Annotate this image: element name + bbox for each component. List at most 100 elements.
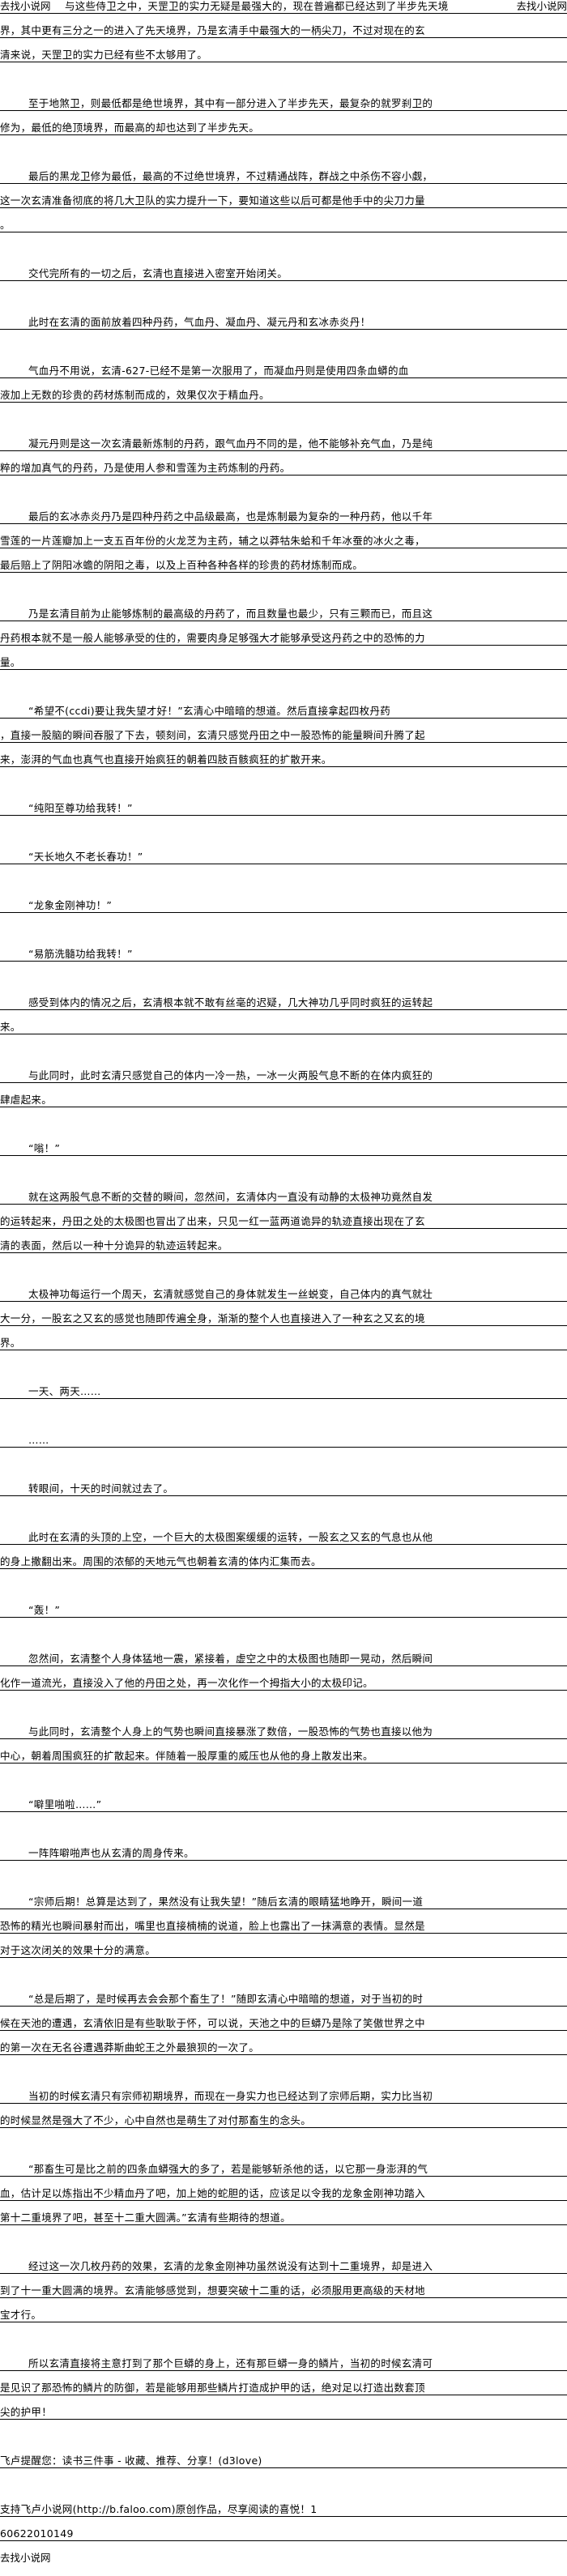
paragraph: 至于地煞卫，则最低都是绝世境界，其中有一部分进入了半步先天，最复杂的就罗刹卫的修… bbox=[0, 97, 567, 146]
text-line: 与此同时，玄清整个人身上的气势也瞬间直接暴涨了数倍，一股恐怖的气势也直接以他为 bbox=[0, 1725, 567, 1739]
paragraph-spacer bbox=[0, 1968, 567, 1993]
text-row: 清来说，天罡卫的实力已经有些不太够用了。 bbox=[0, 49, 567, 73]
text-line: 恐怖的精光也瞬间暴射而出，嘴里也直接楠楠的说道，脸上也露出了一抹满意的表情。显然… bbox=[0, 1920, 567, 1934]
text-row: 是见识了那恐怖的鳞片的防御，若是能够用那些鳞片打造成护甲的话，绝对足以打造出数套… bbox=[0, 2382, 567, 2406]
paragraph-spacer bbox=[0, 243, 567, 267]
text-row: 至于地煞卫，则最低都是绝世境界，其中有一部分进入了半步先天，最复杂的就罗刹卫的 bbox=[0, 97, 567, 122]
text-line: 一天、两天…… bbox=[0, 1385, 567, 1399]
text-line: 粹的增加真气的丹药，乃是使用人参和雪莲为主药炼制的丹药。 bbox=[0, 462, 567, 476]
text-row: 的身上撒翻出来。周围的浓郁的天地元气也朝着玄清的体内汇集而去。 bbox=[0, 1555, 567, 1580]
text-line: 感受到体内的情况之后，玄清根本就不敢有丝毫的迟疑，几大神功几乎同时疯狂的运转起 bbox=[0, 996, 567, 1010]
text-row: 与此同时，玄清整个人身上的气势也瞬间直接暴涨了数倍，一股恐怖的气势也直接以他为 bbox=[0, 1725, 567, 1750]
text-row: 大一分，一股玄之又玄的感觉也随即传遍全身，渐渐的整个人也直接进入了一种玄之又玄的… bbox=[0, 1312, 567, 1337]
text-line: 丹药根本就不是一般人能够承受的住的，需要肉身足够强大才能够承受这丹药之中的恐怖的… bbox=[0, 632, 567, 646]
text-line: 至于地煞卫，则最低都是绝世境界，其中有一部分进入了半步先天，最复杂的就罗刹卫的 bbox=[0, 97, 567, 111]
text-line: 一阵阵噼啪声也从玄清的周身传来。 bbox=[0, 1847, 567, 1861]
text-row: 与此同时，此时玄清只感觉自己的体内一冷一热，一冰一火两股气息不断的在体内疯狂的 bbox=[0, 1069, 567, 1094]
paragraph: 当初的时候玄清只有宗师初期境界，而现在一身实力也已经达到了宗师后期，实力比当初的… bbox=[0, 2090, 567, 2139]
text-row: 肆虐起来。 bbox=[0, 1094, 567, 1118]
text-line: 来。 bbox=[0, 1021, 567, 1034]
text-line: “噼里啪啦……” bbox=[0, 1798, 567, 1812]
text-line: 太极神功每运行一个周天，玄清就感觉自己的身体就发生一丝蜕变，自己体内的真气就壮 bbox=[0, 1288, 567, 1302]
paragraph: 忽然间，玄清整个人身体猛地一震，紧接着，虚空之中的太极图也随即一晃动，然后瞬间化… bbox=[0, 1653, 567, 1701]
paragraph-spacer bbox=[0, 2333, 567, 2357]
text-line: 化作一道流光，直接没入了他的丹田之处，再一次化作一个拇指大小的太极印记。 bbox=[0, 1677, 567, 1691]
text-row: “宗师后期！总算是达到了，果然没有让我失望！”随后玄清的眼睛猛地睁开，瞬间一道 bbox=[0, 1896, 567, 1920]
text-line: 是见识了那恐怖的鳞片的防御，若是能够用那些鳞片打造成护甲的话，绝对足以打造出数套… bbox=[0, 2382, 567, 2395]
text-row: 的时候显然是强大了不少，心中自然也是萌生了对付那畜生的念头。 bbox=[0, 2114, 567, 2139]
text-row: “易筋洗髓功给我转！” bbox=[0, 948, 567, 972]
paragraph: 与这些侍卫之中，天罡卫的实力无疑是最强大的，现在普遍都已经达到了半步先天境界，其… bbox=[0, 0, 567, 73]
text-line: 界。 bbox=[0, 1337, 567, 1350]
text-line: “那畜生可是比之前的四条血蟒强大的多了，若是能够斩杀他的话，以它那一身澎湃的气 bbox=[0, 2163, 567, 2177]
text-row: 飞卢提醒您：读书三件事 - 收藏、推荐、分享！(d3love) bbox=[0, 2454, 567, 2479]
text-row: 与这些侍卫之中，天罡卫的实力无疑是最强大的，现在普遍都已经达到了半步先天境 bbox=[0, 0, 567, 24]
text-row: 雪莲的一片莲瓣加上一支五百年份的火龙芝为主药，辅之以莽牯朱蛤和千年冰蚕的冰火之毒… bbox=[0, 535, 567, 559]
text-line: …… bbox=[0, 1434, 567, 1448]
paragraph: 与此同时，此时玄清只感觉自己的体内一冷一热，一冰一火两股气息不断的在体内疯狂的肆… bbox=[0, 1069, 567, 1118]
paragraph-spacer bbox=[0, 1361, 567, 1385]
text-row: 的第一次在无名谷遭遇莽斯曲蛇王之外最狼狈的一次了。 bbox=[0, 2041, 567, 2066]
text-row: “那畜生可是比之前的四条血蟒强大的多了，若是能够斩杀他的话，以它那一身澎湃的气 bbox=[0, 2163, 567, 2187]
text-line: “天长地久不老长春功！” bbox=[0, 851, 567, 864]
text-row: 宝才行。 bbox=[0, 2309, 567, 2333]
text-row: 来，澎湃的气血也真气也直接开始疯狂的朝着四肢百骸疯狂的扩散开来。 bbox=[0, 753, 567, 778]
text-line: 雪莲的一片莲瓣加上一支五百年份的火龙芝为主药，辅之以莽牯朱蛤和千年冰蚕的冰火之毒… bbox=[0, 535, 567, 548]
paragraph-spacer bbox=[0, 972, 567, 996]
text-line: 中心，朝着周围疯狂的扩散起来。伴随着一股厚重的威压也从他的身上散发出来。 bbox=[0, 1750, 567, 1764]
text-line: “宗师后期！总算是达到了，果然没有让我失望！”随后玄清的眼睛猛地睁开，瞬间一道 bbox=[0, 1896, 567, 1909]
text-row: 气血丹不用说，玄清-627-已经不是第一次服用了，而凝血丹则是使用四条血蟒的血 bbox=[0, 365, 567, 389]
paragraph: 气血丹不用说，玄清-627-已经不是第一次服用了，而凝血丹则是使用四条血蟒的血液… bbox=[0, 365, 567, 413]
paragraph-spacer bbox=[0, 583, 567, 608]
text-line: 与这些侍卫之中，天罡卫的实力无疑是最强大的，现在普遍都已经达到了半步先天境 bbox=[0, 0, 567, 14]
text-row: …… bbox=[0, 1434, 567, 1458]
paragraph-spacer bbox=[0, 2236, 567, 2260]
paragraph-spacer bbox=[0, 1871, 567, 1896]
text-row: 修为，最低的绝顶境界，而最高的却也达到了半步先天。 bbox=[0, 122, 567, 146]
text-line: 最后的黑龙卫修为最低，最高的不过绝世境界，不过精通战阵，群战之中杀伤不容小觑， bbox=[0, 170, 567, 184]
text-row: “天长地久不老长春功！” bbox=[0, 851, 567, 875]
site-watermark-footer: 去找小说网 bbox=[0, 2552, 51, 2564]
paragraph: 最后的黑龙卫修为最低，最高的不过绝世境界，不过精通战阵，群战之中杀伤不容小觑，这… bbox=[0, 170, 567, 243]
text-line: ，直接一股脑的瞬间吞服了下去，顿刻间，玄清只感觉丹田之中一股恐怖的能量瞬间升腾了… bbox=[0, 729, 567, 743]
paragraph-spacer bbox=[0, 73, 567, 97]
paragraph-spacer bbox=[0, 292, 567, 316]
text-line: “嗡！” bbox=[0, 1142, 567, 1156]
text-row: 界，其中更有三分之一的进入了先天境界，乃是玄清手中最强大的一柄尖刀，不过对现在的… bbox=[0, 24, 567, 49]
text-line: 的第一次在无名谷遭遇莽斯曲蛇王之外最狼狈的一次了。 bbox=[0, 2041, 567, 2055]
paragraph-spacer bbox=[0, 1701, 567, 1725]
text-row: 到了十一重大圆满的境界。玄清能够感觉到，想要突破十二重的话，必须服用更高级的天材… bbox=[0, 2284, 567, 2309]
paragraph-spacer bbox=[0, 486, 567, 510]
text-row: 交代完所有的一切之后，玄清也直接进入密室开始闭关。 bbox=[0, 267, 567, 292]
text-row: 支持飞卢小说网(http://b.faloo.com)原创作品，尽享阅读的喜悦！… bbox=[0, 2503, 567, 2527]
text-row: 。 bbox=[0, 219, 567, 243]
text-row: 界。 bbox=[0, 1337, 567, 1361]
text-row: 化作一道流光，直接没入了他的丹田之处，再一次化作一个拇指大小的太极印记。 bbox=[0, 1677, 567, 1701]
text-line: 就在这两股气息不断的交替的瞬间，忽然间，玄清体内一直没有动静的太极神功竟然自发 bbox=[0, 1191, 567, 1205]
paragraph-spacer bbox=[0, 1580, 567, 1604]
paragraph: “宗师后期！总算是达到了，果然没有让我失望！”随后玄清的眼睛猛地睁开，瞬间一道恐… bbox=[0, 1896, 567, 1968]
text-row: 感受到体内的情况之后，玄清根本就不敢有丝毫的迟疑，几大神功几乎同时疯狂的运转起 bbox=[0, 996, 567, 1021]
text-line: 飞卢提醒您：读书三件事 - 收藏、推荐、分享！(d3love) bbox=[0, 2454, 567, 2468]
text-line: 的身上撒翻出来。周围的浓郁的天地元气也朝着玄清的体内汇集而去。 bbox=[0, 1555, 567, 1569]
paragraph: “易筋洗髓功给我转！” bbox=[0, 948, 567, 972]
text-line: 修为，最低的绝顶境界，而最高的却也达到了半步先天。 bbox=[0, 122, 567, 135]
text-row: 对于这次闭关的效果十分的满意。 bbox=[0, 1944, 567, 1968]
text-line: 第十二重境界了吧，甚至十二重大圆满。”玄清有些期待的想道。 bbox=[0, 2211, 567, 2225]
text-row: “噼里啪啦……” bbox=[0, 1798, 567, 1823]
text-line: 此时在玄清的面前放着四种丹药，气血丹、凝血丹、凝元丹和玄冰赤炎丹！ bbox=[0, 316, 567, 330]
paragraph-spacer bbox=[0, 826, 567, 851]
text-row: 候在天池的遭遇，玄清依旧是有些耿耿于怀，可以说，天池之中的巨蟒乃是除了笑傲世界之… bbox=[0, 2017, 567, 2041]
text-line: 经过这一次几枚丹药的效果，玄清的龙象金刚神功虽然说没有达到十二重境界，却是进入 bbox=[0, 2260, 567, 2274]
text-line: 的时候显然是强大了不少，心中自然也是萌生了对付那畜生的念头。 bbox=[0, 2114, 567, 2128]
text-line: 肆虐起来。 bbox=[0, 1094, 567, 1107]
text-row: 的运转起来，丹田之处的太极图也冒出了出来，只见一红一蓝两道诡异的轨迹直接出现在了… bbox=[0, 1215, 567, 1239]
text-line: 量。 bbox=[0, 656, 567, 670]
paragraph-spacer bbox=[0, 1118, 567, 1142]
paragraph: 一天、两天…… bbox=[0, 1385, 567, 1410]
paragraph-spacer bbox=[0, 1628, 567, 1653]
text-row: 一天、两天…… bbox=[0, 1385, 567, 1410]
text-row: 中心，朝着周围疯狂的扩散起来。伴随着一股厚重的威压也从他的身上散发出来。 bbox=[0, 1750, 567, 1774]
paragraph: 乃是玄清目前为止能够炼制的最高级的丹药了，而且数量也最少，只有三颗而已，而且这丹… bbox=[0, 608, 567, 680]
paragraph: “轰！” bbox=[0, 1604, 567, 1628]
